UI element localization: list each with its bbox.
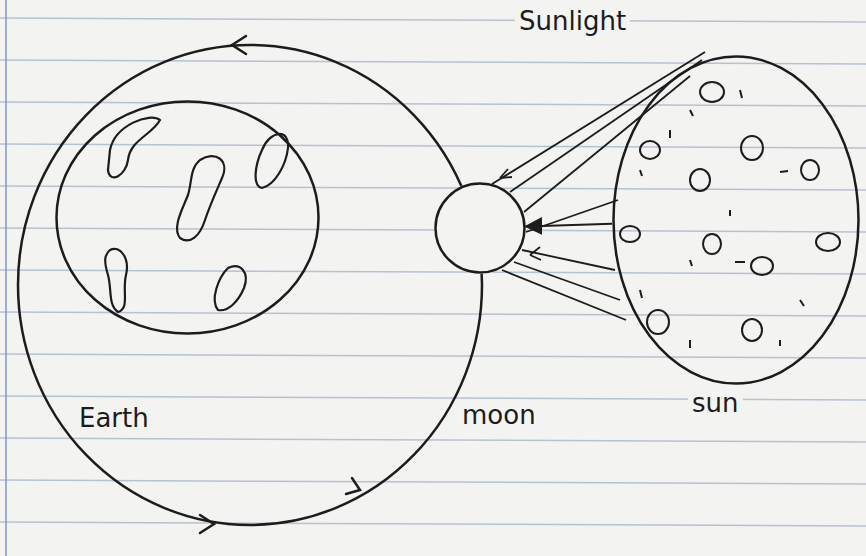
paper-lines: [0, 18, 866, 526]
orbit-gap: [434, 182, 526, 274]
sun-circle: sun: [612, 55, 860, 385]
node-label: moon: [458, 400, 540, 431]
continents: [105, 118, 288, 312]
node-label: sun: [688, 388, 743, 419]
free-label: Sunlight: [515, 6, 630, 37]
light-arrow: [526, 224, 612, 227]
outline: [612, 55, 860, 385]
moon-circle: moon: [434, 182, 526, 274]
margin-line: [5, 0, 7, 556]
orbit-arrows: [200, 36, 360, 533]
outline: [55, 100, 320, 335]
earth-globe: Earth: [55, 100, 320, 335]
outline: [434, 182, 526, 274]
node-label: Earth: [75, 403, 153, 434]
sunlight-rays: [492, 52, 705, 320]
sun-spots: [620, 82, 840, 348]
orbit: [18, 45, 482, 525]
